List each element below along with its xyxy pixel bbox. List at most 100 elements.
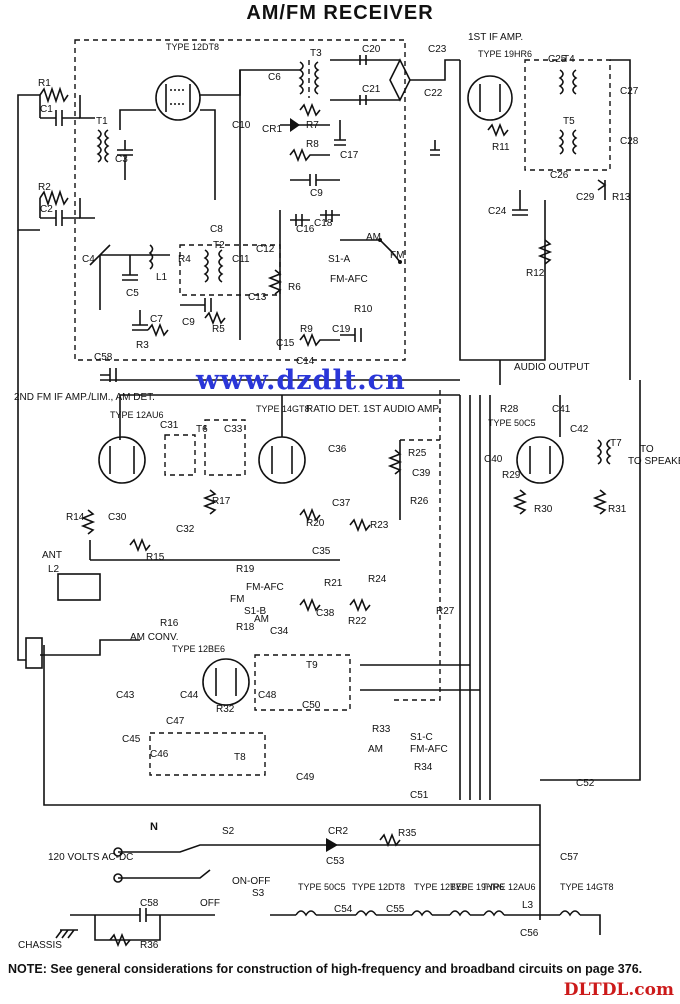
svg-text:C54: C54: [334, 904, 353, 915]
svg-text:R33: R33: [372, 724, 391, 735]
svg-text:C58: C58: [140, 898, 159, 909]
off-label: OFF: [200, 898, 220, 909]
chassis-label: CHASSIS: [18, 940, 62, 951]
svg-text:R22: R22: [348, 616, 367, 627]
svg-text:C9: C9: [182, 317, 195, 328]
transformer-t3: T3 C6: [268, 48, 322, 98]
transformer-t1: T1 C3: [96, 116, 133, 180]
switch-fm-label-a: FM: [390, 250, 404, 261]
tube-12au6: [98, 436, 146, 484]
svg-text:C58: C58: [94, 352, 113, 363]
ratio-det-stage: RATIO DET. 1ST AUDIO AMP. TYPE 14GT8 C36…: [256, 404, 440, 557]
svg-text:C19: C19: [332, 324, 351, 335]
svg-text:C40: C40: [484, 454, 503, 465]
speaker-label-2: TO SPEAKER VOICE COIL: [628, 456, 680, 467]
svg-text:R7: R7: [306, 120, 319, 131]
svg-text:C25: C25: [548, 54, 567, 65]
svg-text:C24: C24: [488, 206, 507, 217]
switch-s1b: FM-AFC FM AM S1-B R19 R21 R24 C38 R22 R1…: [160, 564, 455, 637]
svg-text:R32: R32: [216, 704, 235, 715]
tube-12be6-label: TYPE 12BE6: [172, 644, 225, 654]
power-supply: N 120 VOLTS AC-DC S2 ON-OFF S3 CR2 C53 R…: [48, 821, 579, 899]
svg-text:C21: C21: [362, 84, 381, 95]
am-conv-label: AM CONV.: [130, 632, 179, 643]
svg-text:R8: R8: [306, 139, 319, 150]
svg-text:R34: R34: [414, 762, 433, 773]
switch-fmafc-label-a: FM-AFC: [330, 274, 368, 285]
tube-50c5-label: TYPE 50C5: [488, 418, 536, 428]
svg-text:R6: R6: [288, 282, 301, 293]
svg-text:C6: C6: [268, 72, 281, 83]
chassis-ground: CHASSIS OFF C58 R36: [18, 898, 220, 951]
svg-text:AM: AM: [254, 614, 269, 625]
svg-text:C50: C50: [302, 700, 321, 711]
svg-text:TYPE 19HR6: TYPE 19HR6: [450, 882, 504, 892]
svg-text:R10: R10: [354, 304, 373, 315]
svg-text:R25: R25: [408, 448, 427, 459]
svg-text:T9: T9: [306, 660, 318, 671]
watermark-text: www.dzdlt.cn: [195, 365, 406, 396]
svg-text:C34: C34: [270, 626, 289, 637]
svg-text:C23: C23: [428, 44, 447, 55]
svg-text:C36: C36: [328, 444, 347, 455]
svg-text:C17: C17: [340, 150, 359, 161]
svg-text:C35: C35: [312, 546, 331, 557]
svg-text:R20: R20: [306, 518, 325, 529]
tube-14gt8: [258, 436, 306, 484]
svg-text:C41: C41: [552, 404, 571, 415]
if2-stage: 2ND FM IF AMP./LIM., AM DET. TYPE 12AU6 …: [14, 392, 246, 563]
fm-bias-network: R6 C16 C18 R9 C19 R10 C14 C15: [267, 210, 373, 367]
svg-text:T7: T7: [610, 438, 622, 449]
tube-19hr6: [467, 75, 513, 121]
svg-text:C42: C42: [570, 424, 589, 435]
svg-text:C37: C37: [332, 498, 351, 509]
svg-text:R5: R5: [212, 324, 225, 335]
svg-text:R4: R4: [178, 254, 191, 265]
switch-s1c: S1-C FM-AFC AM R34 C51 C52: [368, 732, 595, 801]
svg-text:C46: C46: [150, 749, 169, 760]
svg-text:AM: AM: [368, 744, 383, 755]
svg-text:C5: C5: [126, 288, 139, 299]
tube-12be6: [202, 658, 250, 706]
svg-text:R24: R24: [368, 574, 387, 585]
svg-text:C32: C32: [176, 524, 195, 535]
fm-oscillator: C4 C5 L1 T2 R4 C8 C11 C12 C13 C7 C9 R5 R…: [82, 224, 281, 351]
brand-watermark: DLTDL.com: [563, 980, 674, 1000]
svg-text:TYPE 12DT8: TYPE 12DT8: [352, 882, 405, 892]
svg-text:TYPE 12BE6: TYPE 12BE6: [414, 882, 467, 892]
svg-text:R21: R21: [324, 578, 343, 589]
svg-text:L3: L3: [522, 900, 534, 911]
fm-tuner-shield: [74, 39, 406, 361]
svg-text:C52: C52: [576, 778, 595, 789]
svg-text:R30: R30: [534, 504, 553, 515]
svg-text:C31: C31: [160, 420, 179, 431]
tube-19hr6-label: TYPE 19HR6: [478, 49, 532, 59]
svg-text:T6: T6: [196, 424, 208, 435]
svg-text:S1-C: S1-C: [410, 732, 433, 743]
svg-text:C39: C39: [412, 468, 431, 479]
svg-text:R3: R3: [136, 340, 149, 351]
switch-s1a-label: S1-A: [328, 254, 351, 265]
svg-text:R26: R26: [410, 496, 429, 507]
svg-text:C51: C51: [410, 790, 429, 801]
svg-text:C56: C56: [520, 928, 539, 939]
svg-text:R9: R9: [300, 324, 313, 335]
svg-text:CR1: CR1: [262, 124, 282, 135]
if1-stage: 1ST IF AMP. TYPE 19HR6 T4 T5 C25 C27 C28…: [459, 32, 639, 385]
svg-text:C38: C38: [316, 608, 335, 619]
svg-text:CR2: CR2: [328, 826, 348, 837]
speaker-label-1: TO: [640, 444, 654, 455]
svg-text:C1: C1: [40, 104, 53, 115]
diagram-title: AM/FM RECEIVER: [246, 2, 434, 24]
filament-string: TYPE 50C5 TYPE 12DT8 TYPE 12BE6 TYPE 19H…: [270, 882, 614, 939]
svg-text:C9: C9: [310, 188, 323, 199]
svg-text:R36: R36: [140, 940, 159, 951]
svg-text:R15: R15: [146, 552, 165, 563]
svg-text:R16: R16: [160, 618, 179, 629]
svg-text:R17: R17: [212, 496, 231, 507]
svg-text:C10: C10: [232, 120, 251, 131]
svg-text:C18: C18: [314, 218, 333, 229]
svg-text:C15: C15: [276, 338, 295, 349]
svg-text:C11: C11: [232, 254, 250, 265]
